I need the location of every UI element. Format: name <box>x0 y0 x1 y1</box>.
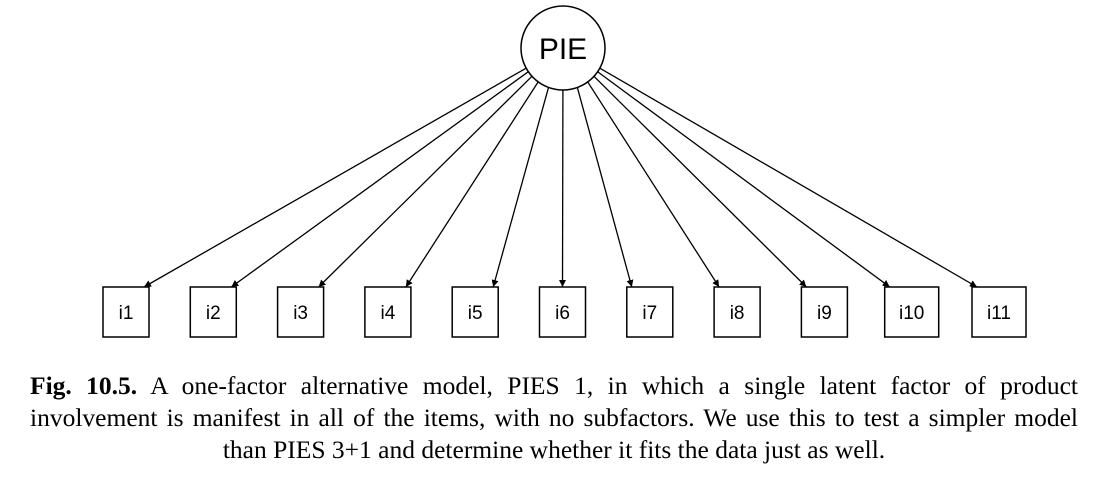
item-box-i2 <box>189 286 238 338</box>
item-box-i3 <box>276 286 325 338</box>
item-box-i10 <box>883 286 940 338</box>
latent-factor-label: PIE <box>539 33 587 66</box>
item-label-i11: i11 <box>987 303 1011 324</box>
path-diagram: PIE i1 i2 i3 i4 i5 i6 i7 i8 i9 i10 i11 <box>102 5 1027 338</box>
item-label-i6: i6 <box>555 303 570 324</box>
arrow-pie-to-i1 <box>143 67 527 288</box>
arrow-pie-to-i10 <box>597 71 891 288</box>
figure-caption: Fig. 10.5. A one-factor alternative mode… <box>30 370 1078 466</box>
caption-text: A one-factor alternative model, PIES 1, … <box>30 371 1078 464</box>
latent-factor-circle <box>520 5 606 91</box>
item-box-i11 <box>971 286 1027 338</box>
arrow-pie-to-i8 <box>587 81 720 288</box>
latent-factor-node: PIE <box>520 5 606 91</box>
arrow-pie-to-i9 <box>593 75 807 288</box>
item-box-i8 <box>713 286 761 338</box>
item-label-i5: i5 <box>468 303 483 324</box>
item-label-i9: i9 <box>817 303 832 324</box>
observed-items: i1 i2 i3 i4 i5 i6 i7 i8 i9 i10 i11 <box>102 286 1027 338</box>
item-label-i8: i8 <box>730 303 745 324</box>
item-label-i10: i10 <box>899 303 924 324</box>
item-box-i4 <box>364 286 412 338</box>
arrow-pie-to-i2 <box>230 71 529 288</box>
item-label-i4: i4 <box>381 303 396 324</box>
item-box-i7 <box>626 286 674 338</box>
arrow-pie-to-i11 <box>599 67 978 288</box>
caption-figure-label: Fig. 10.5. <box>30 371 138 400</box>
factor-loading-arrows <box>143 67 978 288</box>
item-box-i6 <box>538 286 587 338</box>
item-box-i9 <box>800 286 849 338</box>
item-label-i7: i7 <box>642 303 657 324</box>
item-label-i3: i3 <box>293 303 308 324</box>
arrow-pie-to-i7 <box>576 87 634 288</box>
item-label-i1: i1 <box>119 303 134 324</box>
arrow-pie-to-i3 <box>318 75 533 288</box>
item-box-i1 <box>102 286 150 338</box>
arrow-pie-to-i5 <box>491 87 550 288</box>
arrow-pie-to-i4 <box>405 81 539 288</box>
item-box-i5 <box>451 286 499 338</box>
item-label-i2: i2 <box>206 303 221 324</box>
